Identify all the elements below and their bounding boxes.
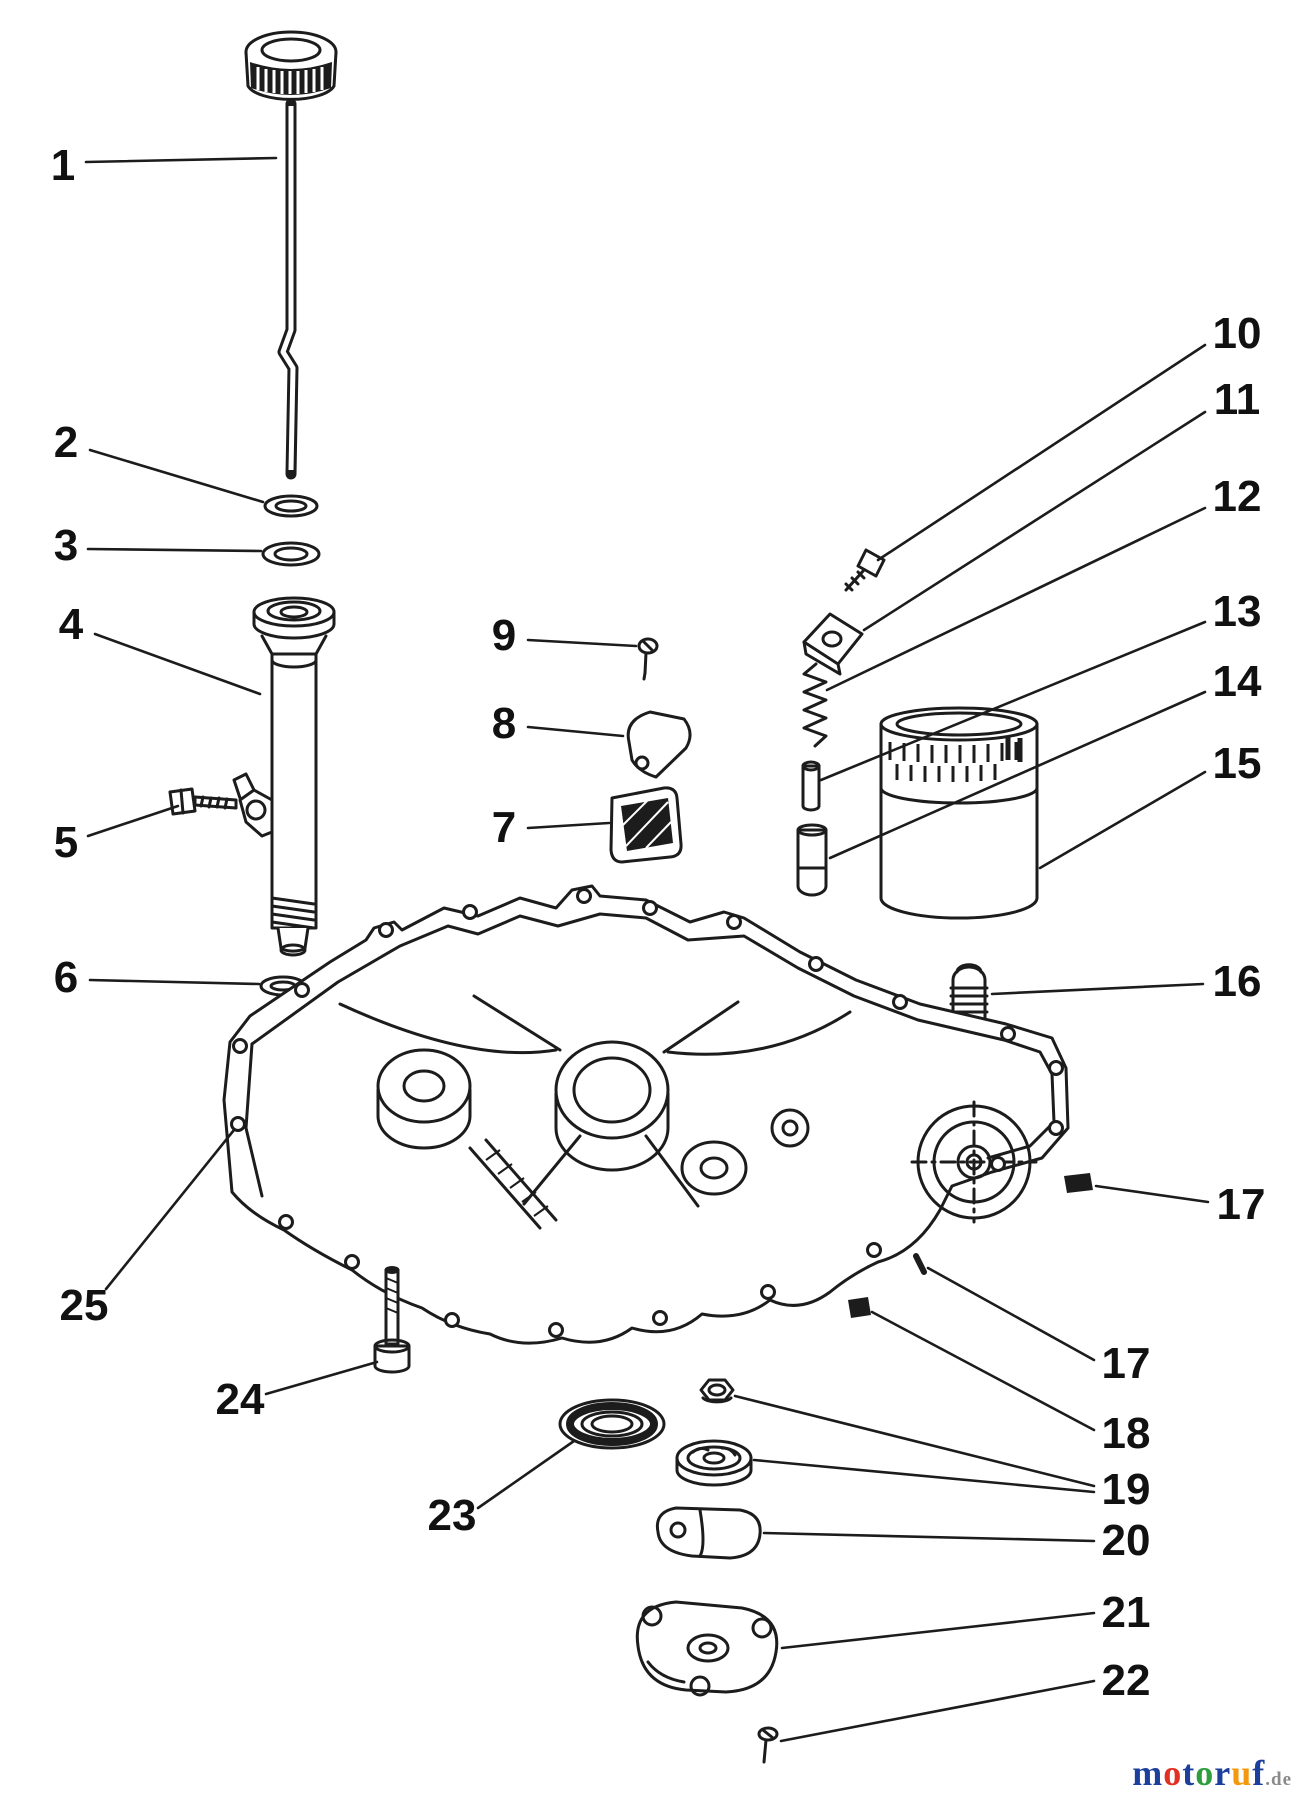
leader-line-16 bbox=[990, 982, 1205, 996]
callout-2: 2 bbox=[53, 418, 79, 467]
callout-20: 20 bbox=[1101, 1516, 1151, 1565]
leader-line-6 bbox=[88, 978, 261, 986]
leader-line-9 bbox=[526, 638, 638, 648]
callout-12: 12 bbox=[1212, 472, 1262, 521]
leader-line-8 bbox=[526, 725, 625, 738]
leader-line-7 bbox=[526, 821, 611, 830]
leader-line-22 bbox=[779, 1679, 1096, 1743]
relief-valve-parts bbox=[796, 548, 886, 897]
callout-24: 24 bbox=[215, 1375, 265, 1424]
callout-7: 7 bbox=[491, 803, 517, 852]
leader-line-17 bbox=[926, 1266, 1096, 1362]
callout-17: 17 bbox=[1216, 1180, 1266, 1229]
flange-bolt-24 bbox=[373, 1266, 411, 1374]
leader-lines bbox=[84, 156, 1210, 1743]
nut-18 bbox=[848, 1297, 871, 1318]
callout-10: 10 bbox=[1212, 309, 1262, 358]
bracket-plate-8 bbox=[626, 710, 692, 779]
leader-line-24 bbox=[264, 1360, 379, 1396]
screw-9 bbox=[637, 637, 659, 681]
logo-letter: r bbox=[1214, 1753, 1232, 1793]
pin-17b bbox=[913, 1253, 927, 1275]
dipstick-tube bbox=[252, 596, 336, 957]
oil-seal-23 bbox=[558, 1398, 666, 1450]
logo-wordmark: motoruf bbox=[1132, 1753, 1265, 1793]
leader-line-10 bbox=[876, 343, 1207, 562]
callout-9: 9 bbox=[491, 611, 517, 660]
leader-line-17 bbox=[1094, 1184, 1210, 1204]
leader-line-1 bbox=[84, 156, 278, 164]
callout-22: 22 bbox=[1101, 1656, 1151, 1705]
leader-line-14 bbox=[828, 690, 1207, 860]
screen-plate-7 bbox=[609, 786, 683, 864]
logo-letter: f bbox=[1252, 1753, 1266, 1793]
motoruf-logo: motoruf.de bbox=[1132, 1752, 1292, 1794]
callout-1: 1 bbox=[50, 141, 76, 190]
logo-letter: o bbox=[1163, 1753, 1183, 1793]
leader-line-20 bbox=[762, 1531, 1096, 1543]
dipstick bbox=[244, 30, 338, 480]
plug-17a bbox=[1064, 1173, 1093, 1193]
leader-line-5 bbox=[86, 804, 180, 838]
callout-6: 6 bbox=[53, 953, 79, 1002]
oil-pump-parts bbox=[635, 1378, 779, 1764]
callout-8: 8 bbox=[491, 699, 517, 748]
oil-filter bbox=[879, 706, 1039, 920]
callout-15: 15 bbox=[1212, 739, 1262, 788]
logo-letter: u bbox=[1231, 1753, 1253, 1793]
callout-21: 21 bbox=[1101, 1588, 1151, 1637]
callout-3: 3 bbox=[53, 521, 79, 570]
leader-line-25 bbox=[104, 1128, 236, 1291]
callout-25: 25 bbox=[59, 1281, 109, 1330]
logo-letter: o bbox=[1195, 1753, 1215, 1793]
callout-4: 4 bbox=[58, 600, 84, 649]
callout-13: 13 bbox=[1212, 587, 1262, 636]
callout-5: 5 bbox=[53, 818, 79, 867]
logo-letter: m bbox=[1132, 1753, 1164, 1793]
leader-line-23 bbox=[476, 1439, 576, 1510]
callout-19: 19 bbox=[1101, 1465, 1151, 1514]
leader-line-13 bbox=[819, 620, 1207, 782]
callout-18: 18 bbox=[1101, 1409, 1151, 1458]
leader-line-12 bbox=[825, 506, 1207, 692]
tube-clamp-and-bolt bbox=[168, 772, 274, 838]
oil-pan bbox=[222, 884, 1093, 1345]
logo-letter: t bbox=[1182, 1753, 1196, 1793]
leader-line-19 bbox=[733, 1394, 1096, 1488]
leader-line-3 bbox=[86, 547, 263, 553]
callout-16: 16 bbox=[1212, 957, 1262, 1006]
leader-line-21 bbox=[780, 1611, 1096, 1650]
callout-11: 11 bbox=[1213, 375, 1261, 424]
leader-line-19 bbox=[752, 1458, 1096, 1494]
logo-suffix: .de bbox=[1265, 1769, 1292, 1790]
leader-line-4 bbox=[93, 632, 262, 696]
leader-line-11 bbox=[862, 410, 1207, 632]
callout-17: 17 bbox=[1101, 1339, 1151, 1388]
leader-line-2 bbox=[88, 448, 265, 504]
leader-line-15 bbox=[1038, 770, 1207, 870]
callout-14: 14 bbox=[1212, 657, 1262, 706]
callout-23: 23 bbox=[427, 1491, 477, 1540]
dipstick-o-rings bbox=[261, 494, 321, 567]
leader-line-18 bbox=[870, 1310, 1096, 1432]
